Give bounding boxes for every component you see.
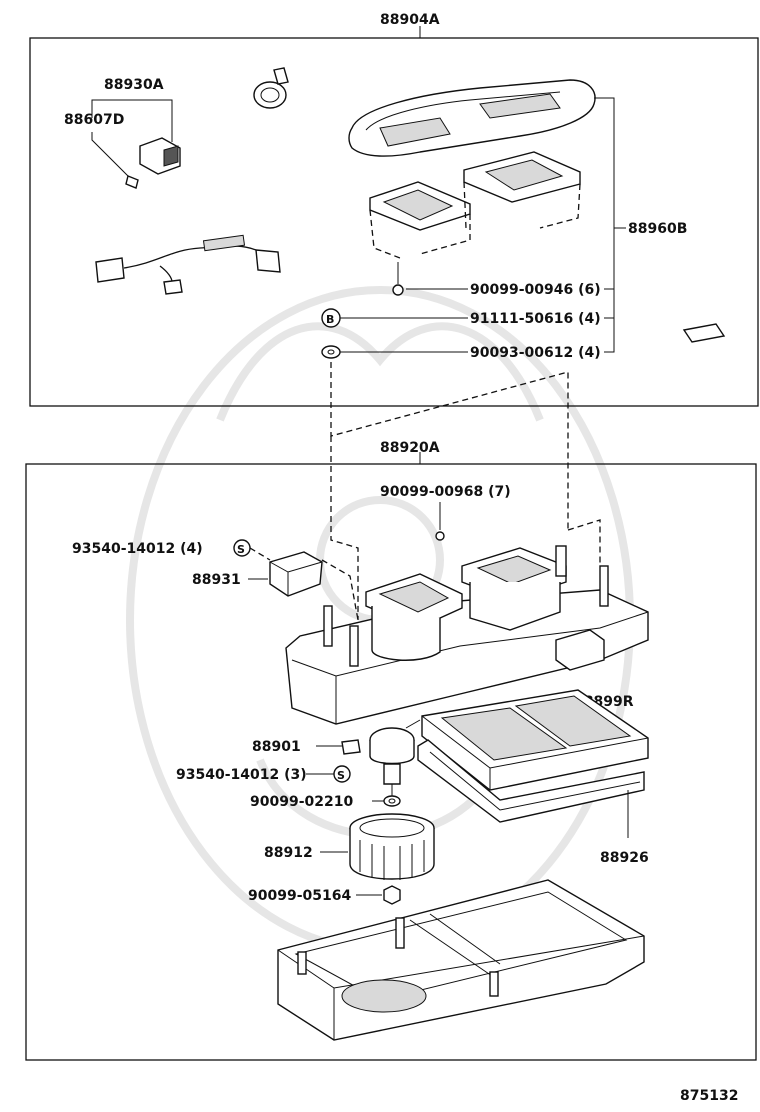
- label-bolt: 91111-50616 (4): [470, 311, 601, 327]
- wire-harness-icon: [95, 234, 281, 295]
- blower-motor-icon: [341, 719, 421, 796]
- foam-pad-icon: [682, 323, 726, 343]
- top-cover-panel-icon: [348, 79, 596, 157]
- circled-b-glyph: B: [326, 313, 334, 326]
- label-cover-set: 88960B: [628, 221, 687, 237]
- washer-icon: [321, 345, 341, 359]
- label-switch-assy: 88930A: [104, 77, 164, 93]
- label-screw-mid: 90099-00968 (7): [380, 484, 511, 500]
- circled-s2-glyph: S: [337, 769, 345, 782]
- top-assembly-frame: [29, 37, 759, 407]
- label-frame: 88926: [600, 850, 649, 866]
- label-fan: 88912: [264, 845, 313, 861]
- label-washer: 90093-00612 (4): [470, 345, 601, 361]
- nut-icon: [383, 885, 401, 905]
- air-filter-icon: [421, 689, 649, 791]
- circled-s1-glyph: S: [237, 543, 245, 556]
- screw-s1-icon: S: [233, 539, 251, 557]
- blower-fan-icon: [349, 813, 435, 880]
- screw-mid-icon: [435, 502, 445, 541]
- washer2-icon: [383, 795, 401, 807]
- screw-icon: [392, 262, 404, 296]
- hose-clamp-icon: [253, 67, 289, 109]
- bottom-assembly-frame: [25, 463, 757, 1061]
- blower-housing-icon: [285, 545, 649, 725]
- bolt-b-icon: B: [321, 308, 341, 328]
- diagram-number: 875132: [680, 1088, 738, 1104]
- duct-left-icon: [369, 181, 471, 231]
- label-screw-top: 90099-00946 (6): [470, 282, 601, 298]
- label-screw-s2: 93540-14012 (3): [176, 767, 307, 783]
- lower-case-icon: [277, 879, 645, 1041]
- label-screw-s1: 93540-14012 (4): [72, 541, 203, 557]
- label-motor: 88901: [252, 739, 301, 755]
- label-washer2: 90099-02210: [250, 794, 353, 810]
- relay-icon: [269, 551, 323, 597]
- switch-connector-icon: [139, 137, 181, 175]
- duct-right-icon: [463, 151, 581, 203]
- label-relay: 88931: [192, 572, 241, 588]
- label-bottom-assembly: 88920A: [380, 440, 440, 456]
- label-top-assembly: 88904A: [380, 12, 440, 28]
- wire-clip-icon: [125, 175, 139, 189]
- label-nut: 90099-05164: [248, 888, 351, 904]
- label-wire: 88607D: [64, 112, 124, 128]
- screw-s2-icon: S: [333, 765, 351, 783]
- filter-frame-icon: [417, 739, 645, 823]
